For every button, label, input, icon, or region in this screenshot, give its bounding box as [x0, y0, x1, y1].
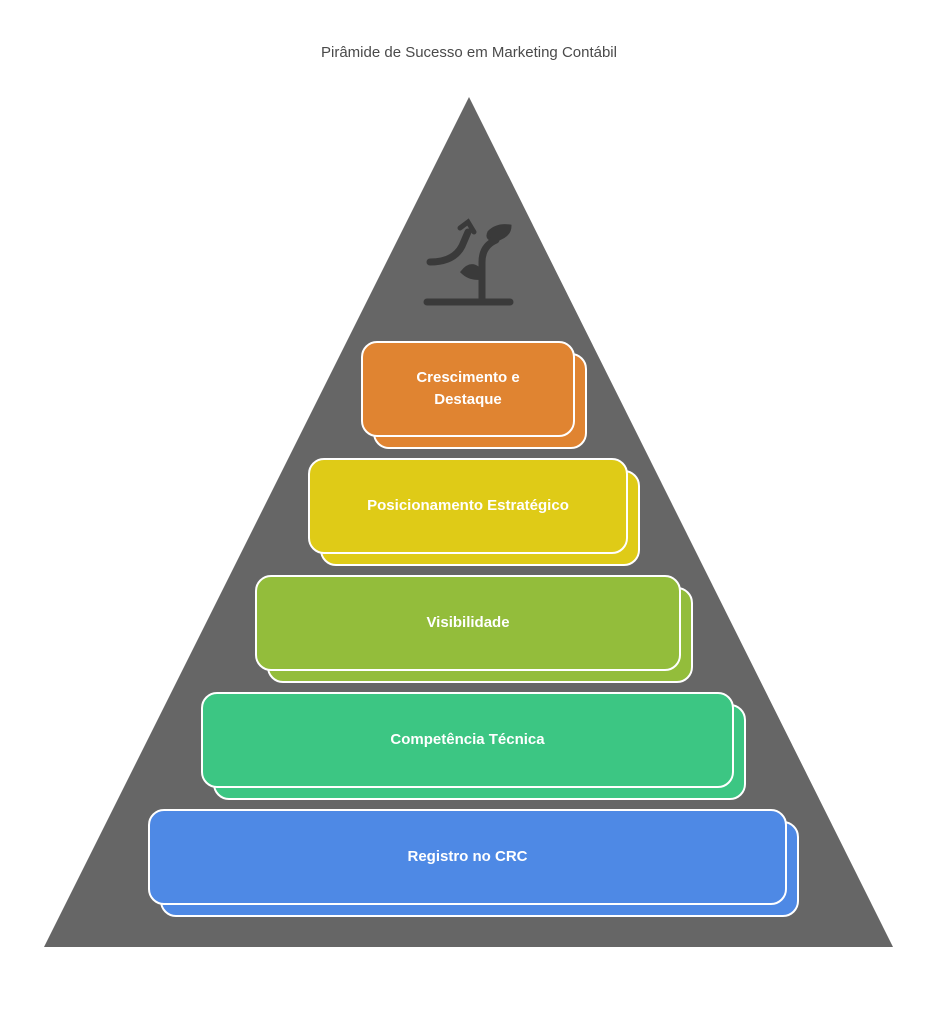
level-label: Registro no CRC — [407, 848, 528, 865]
level-label: Posicionamento Estratégico — [367, 497, 569, 514]
level-registro: Registro no CRC — [148, 809, 799, 917]
level-crescimento: Crescimento e Destaque — [361, 341, 587, 449]
level-posicionamento: Posicionamento Estratégico — [308, 458, 640, 566]
level-label: Crescimento e Destaque — [416, 369, 520, 408]
level-label: Visibilidade — [426, 614, 510, 631]
diagram-title: Pirâmide de Sucesso em Marketing Contábi… — [321, 44, 617, 61]
level-label: Competência Técnica — [390, 731, 545, 748]
level-competencia: Competência Técnica — [201, 692, 746, 800]
growth-sprout-icon — [423, 218, 514, 306]
level-visibilidade: Visibilidade — [255, 575, 693, 683]
